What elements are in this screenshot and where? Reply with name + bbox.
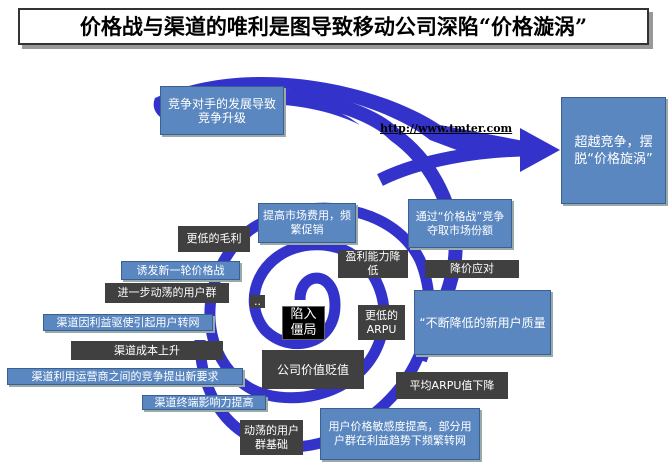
node-unstable-users: 进一步动荡的用户群 [105,283,229,303]
node-avg-arpu: 平均ARPU值下降 [396,372,508,399]
arrow-head [520,128,560,172]
node-channel-cost: 渠道成本上升 [71,341,223,360]
node-price-cut: 降价应对 [425,260,519,278]
node-unstable-base: 动荡的用户群基础 [240,420,303,455]
node-user-quality: “不断降低的新用户质量 [414,290,551,355]
node-competitor: 竞争对手的发展导致竞争升级 [160,86,284,135]
node-lower-arpu: 更低的ARPU [358,305,405,340]
source-url[interactable]: http://www.tmter.com [380,122,513,135]
node-deadlock: 陷入僵局 [282,306,325,340]
node-channel-demand: 渠道利用运营商之间的竞争提出新要求 [7,368,243,385]
node-terminal: 渠道终端影响力提高 [142,395,266,410]
node-new-war: 诱发新一轮价格战 [121,261,240,280]
node-marketing: 提高市场费用，频繁促销 [258,203,356,243]
node-sensitivity: 用户价格敏感度提高，部分用户群在利益趋势下频繁转网 [320,408,480,460]
node-channel-churn: 渠道因利益驱使引起用户转网 [43,314,213,331]
spiral-path [194,202,435,453]
node-dots: .. [250,295,265,308]
node-value-drop: 公司价值贬值 [262,350,364,389]
node-profit-down: 盈利能力降低 [338,250,408,278]
page-title: 价格战与渠道的唯利是图导致移动公司深陷“价格漩涡” [18,8,649,45]
node-price-war: 通过“价格战”竞争夺取市场份额 [408,199,512,248]
node-escape: 超越竞争，摆脱“价格旋涡” [561,97,666,204]
node-lower-margin: 更低的毛利 [178,226,250,252]
arrow-shaft [377,143,531,186]
